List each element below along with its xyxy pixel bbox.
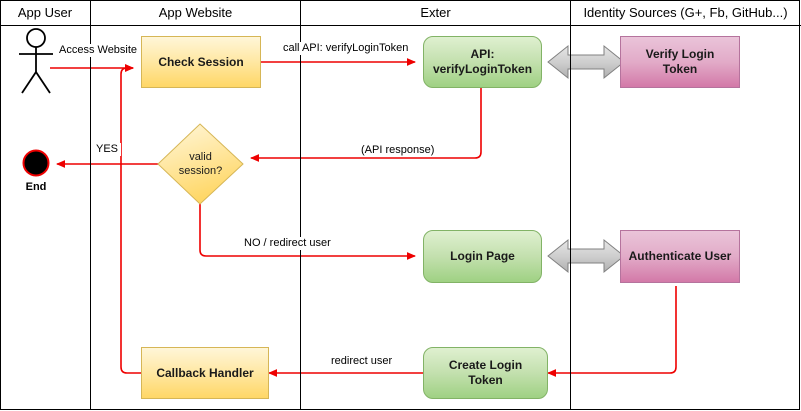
node-create-login-token[interactable]: Create Login Token xyxy=(423,347,548,399)
edge-label-api-response: (API response) xyxy=(358,144,438,157)
node-verify-login-token[interactable]: Verify Login Token xyxy=(620,36,740,88)
node-login-page[interactable]: Login Page xyxy=(423,230,542,283)
lane-divider-1 xyxy=(90,0,91,410)
lane-title-app-user: App User xyxy=(17,5,73,20)
end-node-label: End xyxy=(25,181,47,193)
edge-label-yes: YES xyxy=(93,143,122,156)
header-divider xyxy=(0,25,801,26)
lane-divider-2 xyxy=(300,0,301,410)
node-callback-handler[interactable]: Callback Handler xyxy=(141,347,269,399)
lane-title-identity-sources: Identity Sources (G+, Fb, GitHub...) xyxy=(583,5,788,20)
edge-label-call-api: call API: verifyLoginToken xyxy=(280,42,412,55)
node-api-verify-login-token[interactable]: API: verifyLoginToken xyxy=(423,36,542,88)
node-check-session[interactable]: Check Session xyxy=(141,36,261,88)
edge-label-access-website: Access Website xyxy=(56,44,141,57)
edge-label-redirect-user: redirect user xyxy=(328,355,396,368)
lane-title-exter: Exter xyxy=(420,5,451,20)
lane-title-app-website: App Website xyxy=(158,5,233,20)
lane-divider-3 xyxy=(570,0,571,410)
node-authenticate-user[interactable]: Authenticate User xyxy=(620,230,740,283)
edge-label-no-redirect-user: NO / redirect user xyxy=(241,237,334,250)
